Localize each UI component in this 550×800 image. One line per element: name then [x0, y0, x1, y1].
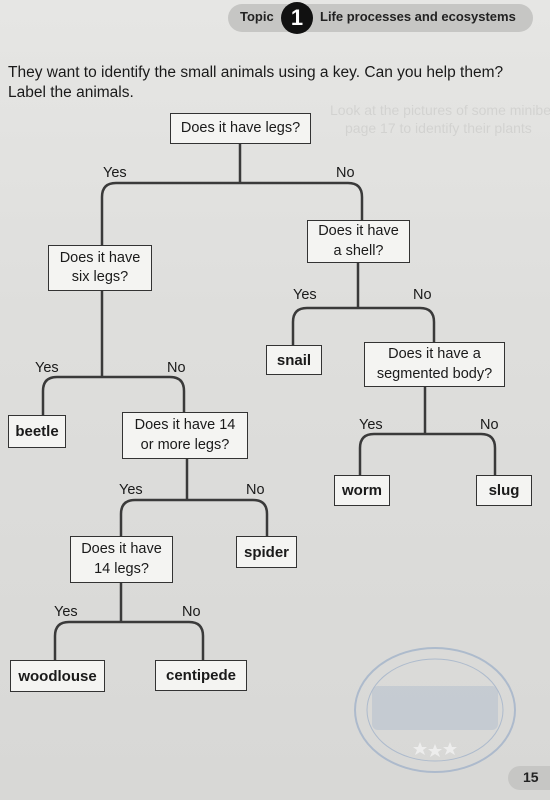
branch-label-no: No: [182, 604, 201, 620]
topic-number-badge: 1: [281, 2, 313, 34]
answer-slug: slug: [476, 475, 532, 506]
branch-label-no: No: [336, 165, 355, 181]
bleed-through-text: page 17 to identify their plants: [345, 120, 532, 136]
answer-worm: worm: [334, 475, 390, 506]
question-14-legs: Does it have 14 legs?: [70, 536, 173, 583]
branch-label-no: No: [480, 417, 499, 433]
branch-label-yes: Yes: [359, 417, 383, 433]
branch-label-yes: Yes: [35, 360, 59, 376]
question-six-legs: Does it have six legs?: [48, 245, 152, 291]
instruction-line-1: They want to identify the small animals …: [8, 64, 504, 81]
branch-label-no: No: [167, 360, 186, 376]
question-segmented-body: Does it have a segmented body?: [364, 342, 505, 387]
answer-beetle: beetle: [8, 415, 66, 448]
question-has-shell: Does it have a shell?: [307, 220, 410, 263]
answer-centipede: centipede: [155, 660, 247, 691]
branch-label-yes: Yes: [293, 287, 317, 303]
answer-snail: snail: [266, 345, 322, 375]
branch-label-yes: Yes: [119, 482, 143, 498]
answer-spider: spider: [236, 536, 297, 568]
page-number-badge: [508, 766, 550, 790]
page-number: 15: [523, 769, 539, 785]
branch-label-yes: Yes: [103, 165, 127, 181]
branch-label-no: No: [246, 482, 265, 498]
question-14-or-more-legs: Does it have 14 or more legs?: [122, 412, 248, 459]
bleed-through-text: Look at the pictures of some minibeasts.…: [330, 102, 550, 118]
topic-label: Topic: [240, 9, 274, 24]
topic-title: Life processes and ecosystems: [320, 9, 516, 24]
watermark-seal: [354, 647, 516, 773]
branch-label-yes: Yes: [54, 604, 78, 620]
header-banner: [228, 4, 533, 32]
answer-woodlouse: woodlouse: [10, 660, 105, 692]
branch-label-no: No: [413, 287, 432, 303]
instruction-line-2: Label the animals.: [8, 84, 134, 101]
question-has-legs: Does it have legs?: [170, 113, 311, 144]
